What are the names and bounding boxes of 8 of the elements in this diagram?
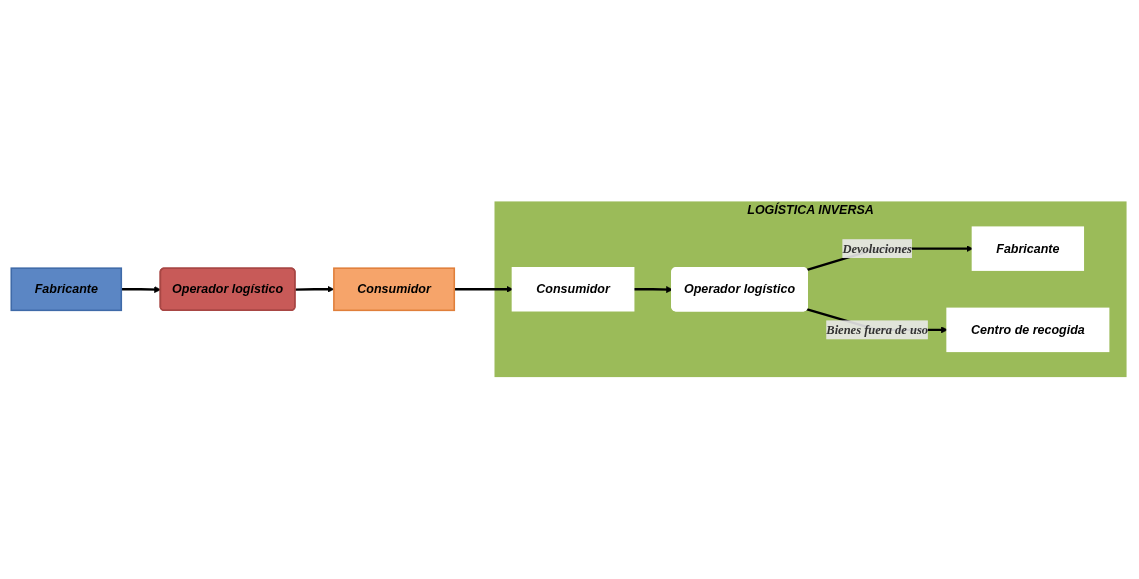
node-box: Fabricante	[971, 226, 1085, 272]
node-box: Consumidor	[333, 267, 456, 312]
edge-label: Bienes fuera de uso	[826, 323, 928, 337]
node-box: Consumidor	[511, 267, 635, 312]
node-box: Centro de recogida	[946, 307, 1110, 353]
arrow	[633, 286, 673, 294]
node-box: Fabricante	[10, 267, 123, 312]
edge-label: Devoluciones	[842, 241, 912, 256]
